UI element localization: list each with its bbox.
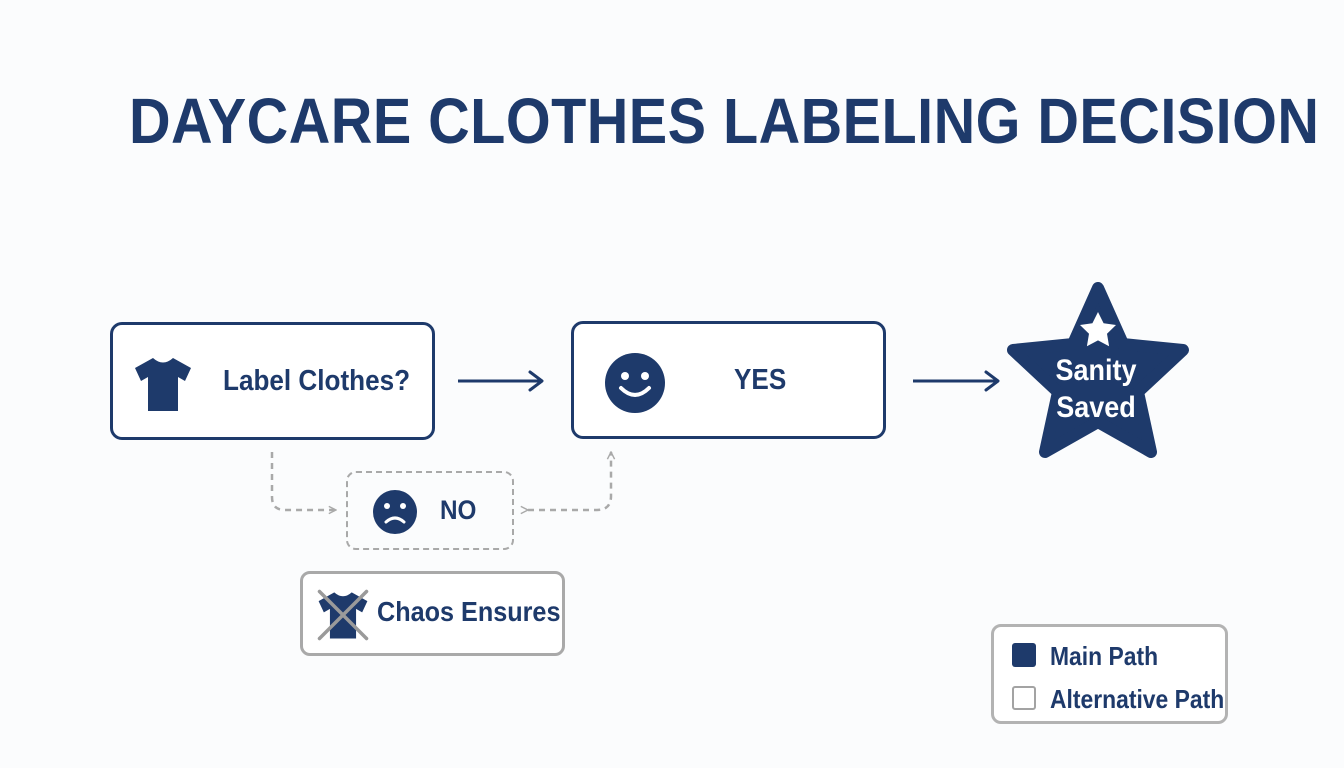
question-node: Label Clothes? bbox=[110, 322, 435, 440]
sad-face-icon bbox=[373, 490, 417, 534]
legend-label-main-path: Main Path bbox=[1050, 641, 1159, 671]
question-label: Label Clothes? bbox=[223, 365, 411, 397]
t-shirt-icon bbox=[135, 358, 191, 411]
alt-arrow-no-to-yes bbox=[528, 452, 611, 510]
main-arrow-yes-to-outcome bbox=[913, 370, 1000, 392]
no-label: NO bbox=[440, 495, 477, 525]
diagram-title: DAYCARE CLOTHES LABELING DECISION bbox=[129, 85, 1320, 157]
star-badge-icon bbox=[1007, 282, 1189, 458]
yes-node: YES bbox=[571, 321, 886, 439]
crossed-out-t-shirt-icon bbox=[317, 589, 369, 641]
legend: Main Path Alternative Path bbox=[991, 624, 1228, 724]
chaos-node: Chaos Ensures bbox=[300, 571, 565, 656]
chaos-label: Chaos Ensures bbox=[377, 596, 561, 627]
yes-label: YES bbox=[734, 364, 787, 396]
outcome-node: Sanity Saved bbox=[1046, 352, 1147, 426]
outcome-label-line2: Saved bbox=[1056, 391, 1136, 424]
legend-label-alternative-path: Alternative Path bbox=[1050, 684, 1225, 714]
alt-arrow-question-to-no bbox=[270, 452, 336, 510]
main-arrow-question-to-yes bbox=[458, 370, 544, 392]
small-star-icon bbox=[1080, 312, 1116, 347]
main-path-swatch bbox=[1012, 643, 1036, 667]
outcome-label-line1: Sanity bbox=[1055, 354, 1137, 387]
no-node: NO bbox=[346, 471, 514, 550]
alternative-path-swatch bbox=[1012, 686, 1036, 710]
smiley-face-icon bbox=[605, 353, 665, 413]
